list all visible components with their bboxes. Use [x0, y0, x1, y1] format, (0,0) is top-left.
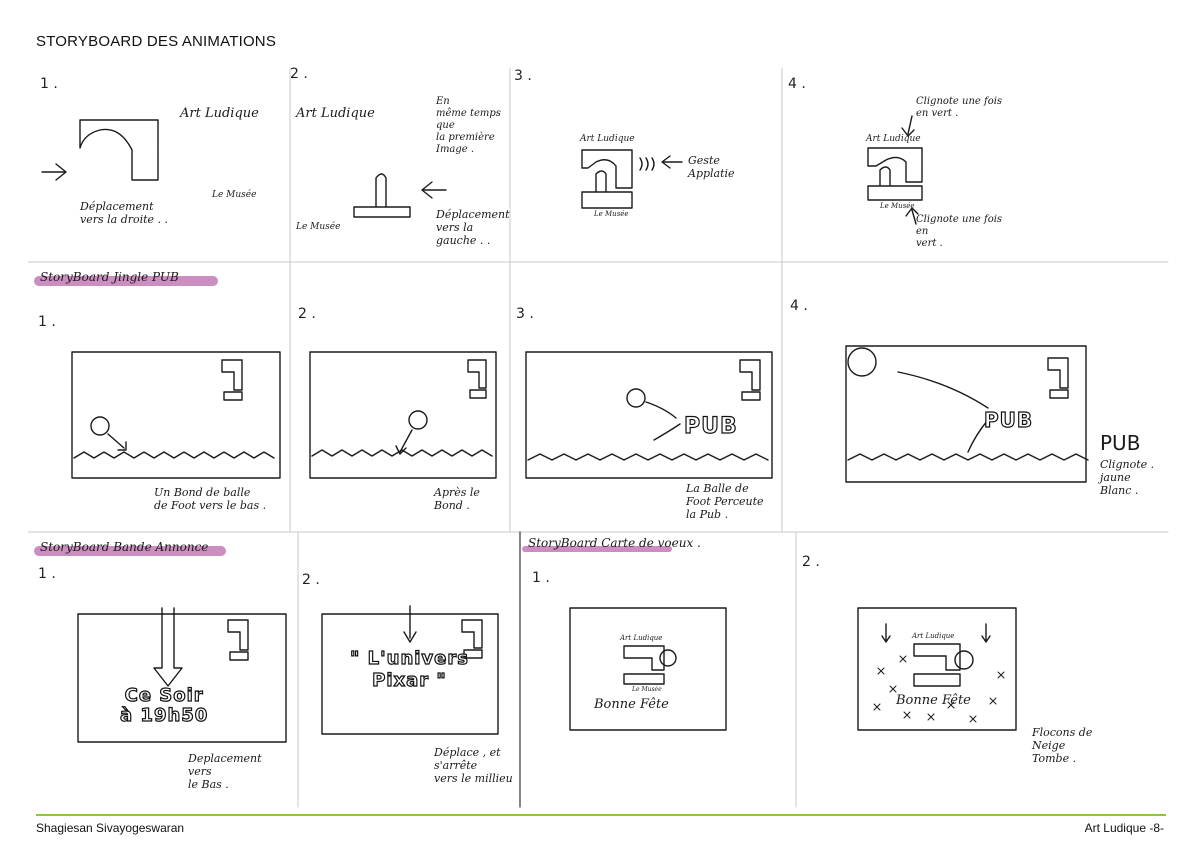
panel-caption: Déplace , et s'arrête vers le millieu: [434, 746, 513, 785]
panel-note: Clignote une fois en vert .: [916, 96, 1003, 119]
panel-number: 1 .: [38, 566, 56, 582]
panel-caption: Déplacement vers la droite . .: [80, 200, 169, 226]
panel-note: Geste Applatie: [688, 154, 735, 180]
panel-number: 4 .: [790, 298, 808, 314]
footer-divider: [36, 814, 1166, 816]
section-banner-jingle: StoryBoard Jingle PUB: [34, 268, 218, 286]
panel-number: 2 .: [298, 306, 316, 322]
panel-number: 1 .: [38, 314, 56, 330]
screen-text: Ce Soir à 19h50: [119, 685, 209, 726]
logo-subtitle: Le Musée: [594, 210, 629, 218]
panel-number: 4 .: [788, 76, 806, 92]
screen-text: PUB: [683, 413, 738, 439]
logo-title: Art Ludique: [866, 134, 921, 144]
panel-caption: Deplacement vers le Bas .: [188, 752, 262, 791]
footer-page-number: Art Ludique -8-: [1084, 821, 1164, 835]
screen-text: Bonne Fête: [896, 693, 971, 708]
panel-caption: Un Bond de balle de Foot vers le bas .: [154, 486, 267, 512]
panel-number: 2 .: [290, 66, 308, 82]
storyboard-sheet: 1 . Art Ludique Le Musée Déplacement ver…: [28, 62, 1178, 814]
footer-author: Shagiesan Sivayogeswaran: [36, 821, 185, 835]
logo-subtitle: Le Musée: [296, 222, 341, 232]
page-title: STORYBOARD DES ANIMATIONS: [36, 33, 277, 50]
panel-number: 2 .: [802, 554, 820, 570]
panel-caption: Clignote . jaune Blanc .: [1100, 458, 1155, 497]
grid-lines: [28, 67, 1169, 808]
logo-title: Art Ludique: [580, 134, 635, 144]
section-banner-bande: StoryBoard Bande Annonce: [34, 538, 226, 556]
panel-number: 3 .: [516, 306, 534, 322]
panel-title: Art Ludique: [180, 106, 259, 121]
logo-title: Art Ludique: [620, 634, 663, 642]
logo-subtitle: Le Musée: [880, 202, 915, 210]
screen-text: " L'univers Pixar ": [349, 647, 469, 691]
panel-number: 3 .: [514, 68, 532, 84]
panel-number: 2 .: [302, 572, 320, 588]
panel-caption: La Balle de Foot Perceute la Pub .: [686, 482, 764, 521]
panel-note: En même temps que la première Image .: [436, 96, 501, 155]
storyboard-drawings: [28, 67, 1169, 808]
logo-subtitle: Le Musée: [632, 686, 662, 693]
panel-caption: Déplacement vers la gauche . .: [436, 208, 510, 247]
panel-caption: Après le Bond .: [434, 486, 480, 512]
panel-number: 1 .: [532, 570, 550, 586]
panel-caption: Flocons de Neige Tombe .: [1032, 726, 1093, 765]
panel-note: Clignote une fois en vert .: [916, 214, 1003, 249]
screen-text: Bonne Fête: [594, 697, 669, 712]
panel-number: 1 .: [40, 76, 58, 92]
logo-title: Art Ludique: [912, 632, 955, 640]
screen-text: PUB: [983, 407, 1034, 432]
section-banner-carte: StoryBoard Carte de voeux .: [522, 534, 707, 552]
logo-subtitle: Le Musée: [212, 190, 257, 200]
side-title: PUB: [1100, 431, 1141, 455]
panel-title: Art Ludique: [296, 106, 375, 121]
